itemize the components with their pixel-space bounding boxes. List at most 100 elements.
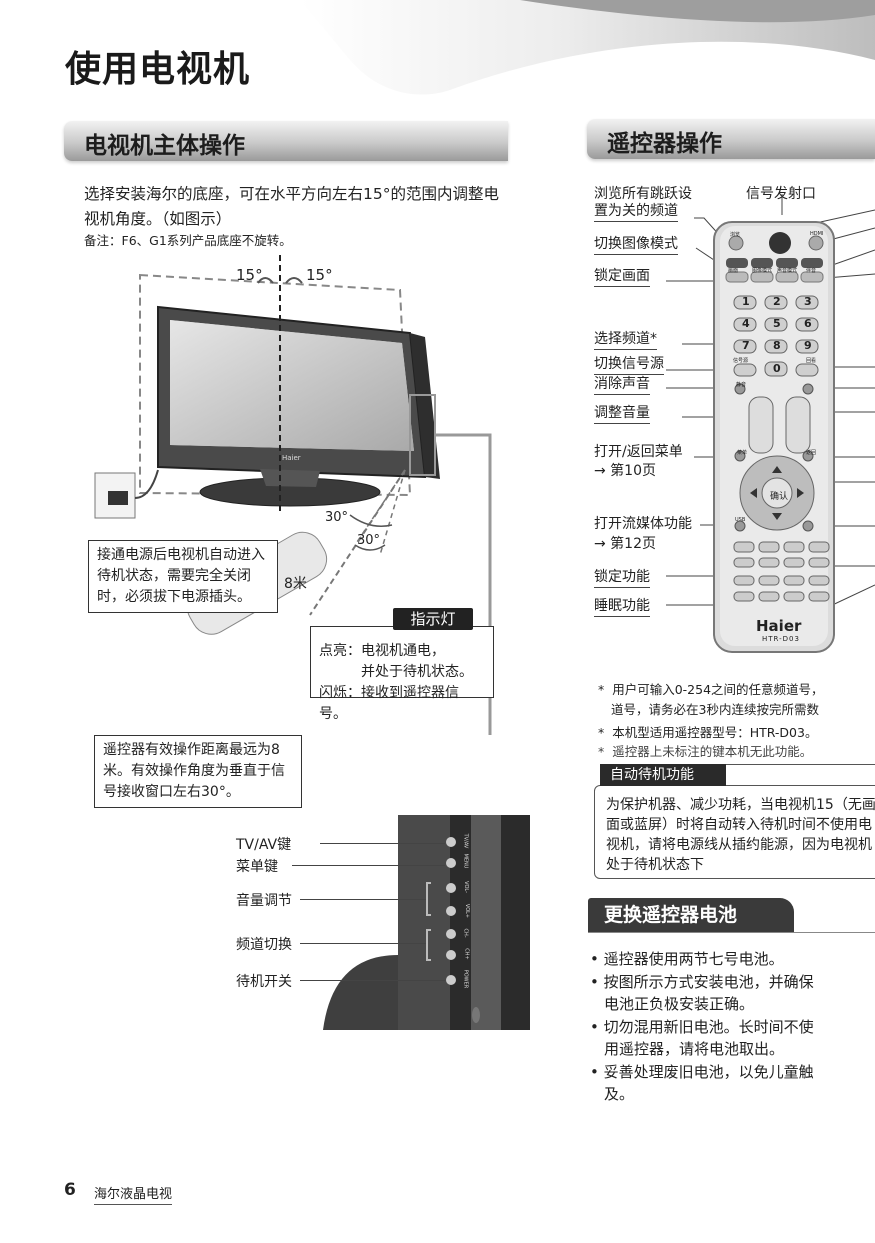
key-1: 1 bbox=[742, 295, 750, 308]
key-0: 0 bbox=[773, 362, 781, 375]
key-7: 7 bbox=[742, 339, 750, 352]
key-browse: 浏览 bbox=[730, 232, 741, 238]
remote-label-freeze: 锁定画面 bbox=[594, 265, 650, 287]
side-mark-menu: MENU bbox=[462, 853, 469, 869]
key-menu: 菜单 bbox=[737, 450, 748, 456]
battery-item: • 妥善处理废旧电池，以免儿童触及。 bbox=[590, 1063, 814, 1103]
angle-label-left: 15° bbox=[236, 266, 263, 284]
remote-brand: Haier bbox=[756, 617, 802, 635]
key-mute: 静音 bbox=[736, 382, 747, 388]
side-label-menu: 菜单键 bbox=[236, 859, 278, 875]
key-recall: 回看 bbox=[806, 358, 817, 364]
remote-label-menu: 打开/返回菜单 bbox=[594, 444, 683, 460]
side-mark-ch-minus: CH- bbox=[462, 928, 469, 938]
indicator-on-text: 电视机通电， bbox=[361, 643, 445, 659]
auto-standby-title: 自动待机功能 bbox=[600, 764, 726, 786]
key-5: 5 bbox=[773, 317, 781, 330]
remote-section-title: 遥控器操作 bbox=[607, 131, 722, 157]
remote-model: HTR-D03 bbox=[762, 635, 800, 643]
key-hdmi: HDMI bbox=[810, 231, 824, 237]
footnote-1b: 道号，请务必在3秒内连续按完所需数 bbox=[611, 702, 819, 717]
key-3: 3 bbox=[804, 295, 812, 308]
key-picture: 画面 bbox=[728, 268, 739, 274]
remote-label-source: 切换信号源 bbox=[594, 353, 664, 375]
indicator-blink-text: 接收到遥控器信号。 bbox=[319, 685, 459, 722]
auto-standby-tab-line bbox=[716, 764, 875, 787]
footnote-2: * 本机型适用遥控器型号：HTR-D03。 bbox=[598, 725, 818, 740]
battery-title-rule bbox=[588, 932, 875, 933]
key-8: 8 bbox=[773, 339, 781, 352]
battery-item: • 切勿混用新旧电池。长时间不使用遥控器，请将电池取出。 bbox=[590, 1018, 814, 1058]
leader-volume bbox=[300, 899, 426, 900]
battery-section-title: 更换遥控器电池 bbox=[588, 898, 794, 932]
tv-note: 备注：F6、G1系列产品底座不旋转。 bbox=[84, 233, 292, 248]
remote-section-header: 遥控器操作 bbox=[587, 119, 875, 159]
leader-tvav bbox=[320, 843, 445, 844]
signal-emitter-label: 信号发射口 bbox=[746, 186, 816, 202]
indicator-on-label: 点亮： bbox=[319, 643, 361, 659]
remote-label-browse-2: 置为关的频道 bbox=[594, 200, 678, 222]
side-mark-vol-plus: VOL+ bbox=[464, 903, 471, 919]
remote-label-picture-mode: 切换图像模式 bbox=[594, 233, 678, 255]
remote-label-media-page: → 第12页 bbox=[594, 536, 656, 552]
battery-item-text: 遥控器使用两节七号电池。 bbox=[603, 950, 784, 968]
side-mark-ch-plus: CH+ bbox=[463, 948, 470, 960]
remote-label-mute: 消除声音 bbox=[594, 373, 650, 395]
footnote-3-text: 遥控器上未标注的键本机无此功能。 bbox=[612, 744, 813, 759]
key-6: 6 bbox=[804, 317, 812, 330]
battery-item: • 遥控器使用两节七号电池。 bbox=[590, 950, 784, 968]
key-9: 9 bbox=[804, 339, 812, 352]
remote-label-media: 打开流媒体功能 bbox=[594, 516, 692, 532]
key-2: 2 bbox=[773, 295, 781, 308]
battery-list: • 遥控器使用两节七号电池。 • 按图所示方式安装电池，并确保电池正负极安装正确… bbox=[588, 948, 828, 1106]
page-title: 使用电视机 bbox=[65, 49, 251, 90]
tv-intro-text: 选择安装海尔的底座，可在水平方向左右15°的范围内调整电视机角度。（如图示） bbox=[84, 185, 499, 228]
side-mark-tvav: TV/AV bbox=[462, 833, 469, 849]
side-label-tvav: TV/AV键 bbox=[236, 837, 292, 853]
remote-illustration bbox=[666, 194, 875, 653]
key-sound-mode: 声音模式 bbox=[777, 268, 798, 274]
side-mark-vol-minus: VOL- bbox=[462, 881, 469, 893]
indicator-title: 指示灯 bbox=[393, 608, 473, 630]
side-label-power: 待机开关 bbox=[236, 974, 292, 990]
tv-section-title: 电视机主体操作 bbox=[84, 133, 245, 159]
remote-label-menu-page: → 第10页 bbox=[594, 463, 656, 479]
angle-label-30b: 30° bbox=[357, 533, 381, 548]
remote-label-channel-select: 选择频道* bbox=[594, 328, 657, 350]
side-panel-illustration bbox=[323, 815, 530, 1030]
distance-label: 8米 bbox=[284, 576, 307, 592]
footnote-1: * 用户可输入0-254之间的任意频道号， bbox=[598, 682, 824, 697]
remote-label-browse-1: 浏览所有跳跃设 bbox=[594, 186, 692, 202]
range-note-box: 遥控器有效操作距离最远为8米。有效操作角度为垂直于信号接收窗口左右30°。 bbox=[94, 735, 302, 808]
footnote-1-text: 用户可输入0-254之间的任意频道号， bbox=[612, 682, 824, 697]
indicator-box: 点亮：电视机通电， 并处于待机状态。 闪烁：接收到遥控器信号。 bbox=[310, 626, 494, 722]
key-ok: 确认 bbox=[770, 492, 789, 502]
remote-label-volume: 调整音量 bbox=[594, 402, 650, 424]
key-picture-mode: 图像模式 bbox=[752, 268, 773, 274]
power-note-box: 接通电源后电视机自动进入待机状态，需要完全关闭时，必须拔下电源插头。 bbox=[88, 540, 278, 613]
tv-section-header: 电视机主体操作 bbox=[64, 121, 508, 161]
footnote-2-text: 本机型适用遥控器型号：HTR-D03。 bbox=[612, 725, 818, 740]
remote-label-lock: 锁定功能 bbox=[594, 566, 650, 588]
angle-label-right: 15° bbox=[306, 266, 333, 284]
indicator-on-text2: 并处于待机状态。 bbox=[361, 664, 473, 680]
side-label-channel: 频道切换 bbox=[236, 937, 292, 953]
tv-logo: Haier bbox=[282, 454, 301, 462]
leader-power bbox=[300, 980, 445, 981]
side-label-volume: 音量调节 bbox=[236, 893, 292, 909]
footnote-3: * 遥控器上未标注的键本机无此功能。 bbox=[598, 744, 813, 759]
key-4: 4 bbox=[742, 317, 750, 330]
auto-standby-box bbox=[594, 785, 875, 879]
leader-channel bbox=[300, 943, 426, 944]
page-number: 6 bbox=[64, 1180, 76, 1200]
key-usb: USB bbox=[735, 517, 746, 523]
auto-standby-text: 为保护机器、减少功耗，当电视机15（无画面或蓝屏）时将自动转入待机时间不使用电视… bbox=[606, 797, 875, 873]
leader-menu bbox=[292, 865, 445, 866]
key-source: 信号源 bbox=[733, 358, 749, 364]
battery-item-text: 切勿混用新旧电池。长时间不使用遥控器，请将电池取出。 bbox=[603, 1018, 814, 1058]
remote-label-sleep: 睡眠功能 bbox=[594, 595, 650, 617]
key-return: 返回 bbox=[806, 450, 817, 456]
battery-item: • 按图所示方式安装电池，并确保电池正负极安装正确。 bbox=[590, 973, 814, 1013]
side-mark-power: POWER bbox=[462, 969, 469, 989]
battery-item-text: 按图所示方式安装电池，并确保电池正负极安装正确。 bbox=[603, 973, 814, 1013]
